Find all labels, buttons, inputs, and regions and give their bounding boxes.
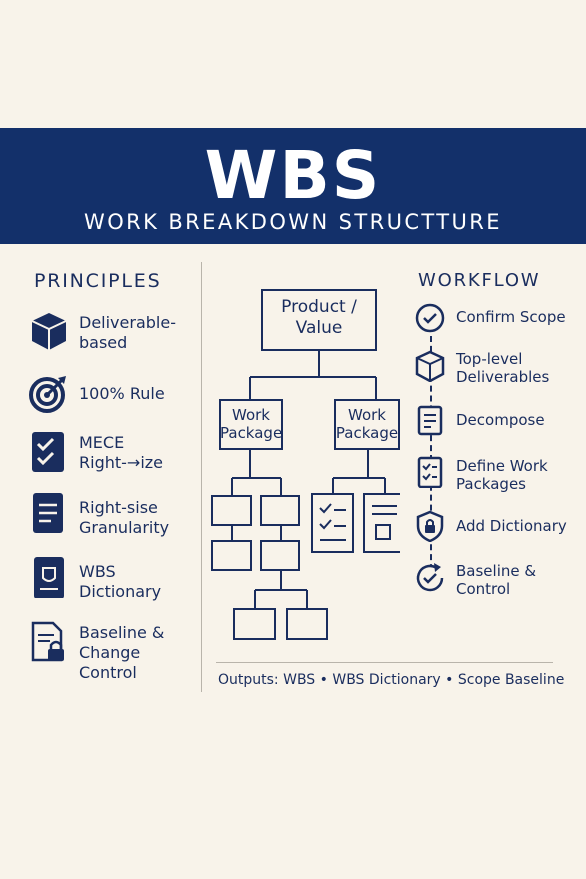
principle-granularity: Right-sise Granularity bbox=[28, 492, 198, 538]
workflow-step-label: Baseline & Control bbox=[456, 562, 537, 598]
principle-baseline-change: Baseline & Change Control bbox=[28, 620, 198, 682]
workflow-step-confirm-scope: Confirm Scope bbox=[414, 302, 584, 342]
shield-lock-icon bbox=[416, 510, 444, 542]
box-icon bbox=[415, 350, 445, 382]
workflow-step-baseline-control: Baseline & Control bbox=[414, 562, 584, 602]
check-circle-icon bbox=[415, 303, 445, 333]
workflow-step-label: Define Work Packages bbox=[456, 457, 548, 493]
column-divider bbox=[201, 262, 202, 692]
principles-title: PRINCIPLES bbox=[34, 270, 162, 292]
wbs-tree-diagram: Product / Value Work Package Work Packag… bbox=[205, 282, 400, 648]
target-icon bbox=[29, 376, 66, 413]
lock-document-icon bbox=[31, 621, 64, 662]
principle-mece: MECE Right-⁠⁠⁠→ize bbox=[28, 430, 198, 476]
principle-label: Right-sise Granularity bbox=[79, 498, 170, 537]
tree-root-label: Product / Value bbox=[281, 297, 357, 338]
checklist-icon bbox=[32, 432, 64, 472]
document-box-icon bbox=[363, 493, 400, 553]
principle-label: MECE Right-⁠⁠⁠→ize bbox=[79, 433, 163, 472]
workflow-step-add-dictionary: Add Dictionary bbox=[414, 510, 584, 550]
document-list-icon bbox=[417, 405, 443, 436]
principle-label: 100% Rule bbox=[79, 384, 165, 403]
tree-connectors bbox=[211, 289, 400, 640]
workflow-step-decompose: Decompose bbox=[414, 404, 584, 444]
page-subtitle: WORK BREAKDOWN STRUCTTURE bbox=[84, 210, 502, 234]
workflow-step-label: Add Dictionary bbox=[456, 517, 567, 535]
refresh-check-icon bbox=[416, 563, 444, 592]
workflow-step-label: Decompose bbox=[456, 411, 545, 429]
page-title: WBS bbox=[204, 137, 382, 214]
workflow-step-top-level: Top-level Deliverables bbox=[414, 350, 584, 390]
principle-label: Baseline & Change Control bbox=[79, 623, 165, 682]
cube-icon bbox=[31, 313, 67, 350]
principle-wbs-dictionary: WBS Dictionary bbox=[28, 556, 198, 602]
checklist-doc-icon bbox=[417, 456, 443, 488]
outputs-label: Outputs: bbox=[218, 672, 279, 688]
outputs-divider bbox=[216, 662, 553, 663]
document-icon bbox=[33, 493, 63, 533]
principle-100-rule: 100% Rule bbox=[28, 372, 198, 418]
tree-package-label-left: Work Package bbox=[220, 406, 283, 442]
workflow-step-define-packages: Define Work Packages bbox=[414, 456, 584, 496]
tree-package-label-right: Work Package bbox=[335, 406, 399, 442]
book-icon bbox=[34, 557, 64, 598]
principle-deliverable-based: Deliverable- based bbox=[28, 310, 198, 356]
workflow-step-label: Top-level Deliverables bbox=[456, 350, 550, 386]
workflow-step-label: Confirm Scope bbox=[456, 308, 566, 326]
principle-label: Deliverable- based bbox=[79, 313, 176, 352]
outputs-text: WBS • WBS Dictionary • Scope Baseline bbox=[283, 672, 565, 688]
principle-label: WBS Dictionary bbox=[79, 562, 162, 601]
outputs-line: Outputs: WBS • WBS Dictionary • Scope Ba… bbox=[218, 672, 564, 688]
workflow-title: WORKFLOW bbox=[418, 270, 541, 291]
checklist-doc-icon bbox=[311, 493, 354, 553]
header-banner: WBS WORK BREAKDOWN STRUCTTURE bbox=[0, 128, 586, 244]
